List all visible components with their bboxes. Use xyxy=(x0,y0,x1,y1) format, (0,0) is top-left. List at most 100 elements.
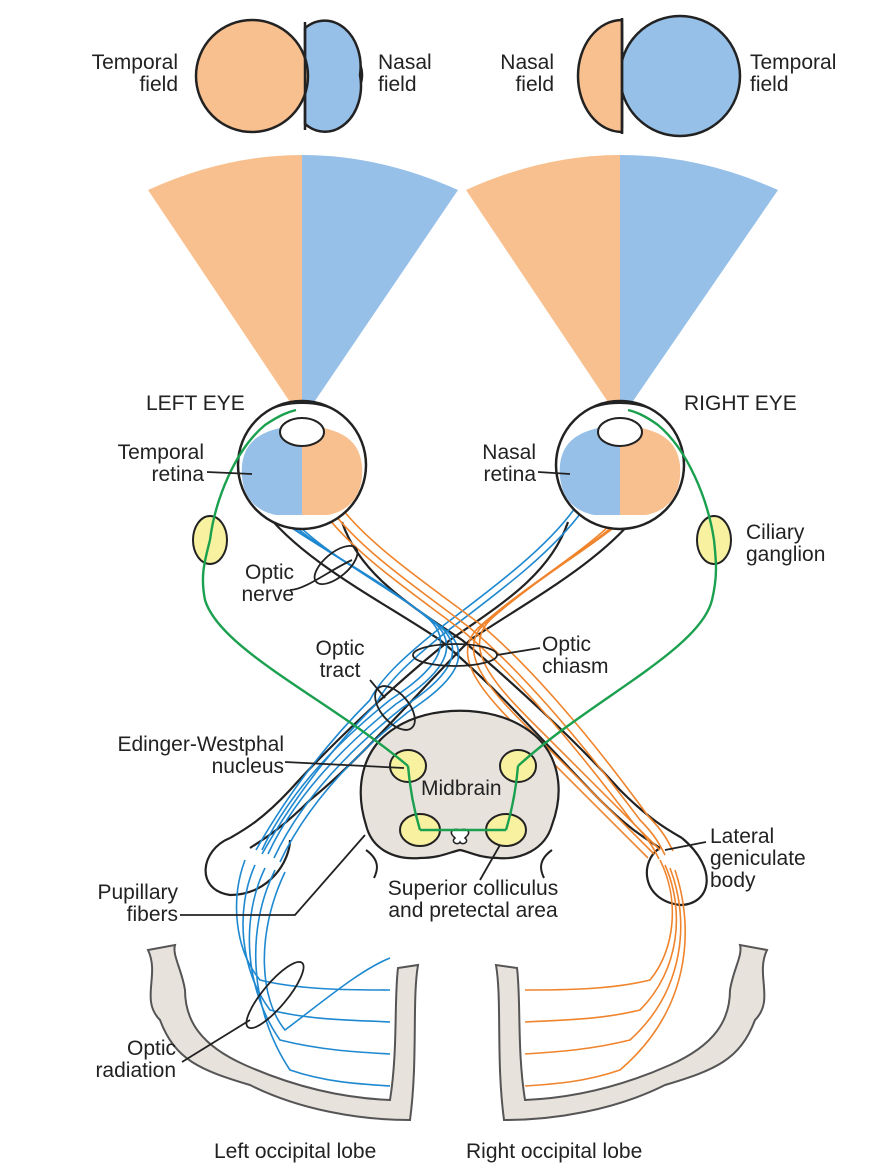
left-ganglion-to-eye xyxy=(208,408,297,541)
superior-colliculus-label: Superior colliculus and pretectal area xyxy=(368,878,578,922)
optic-radiation-line2: radiation xyxy=(95,1059,176,1082)
nasal-field-right-line1: Nasal xyxy=(500,51,554,74)
right-occipital-lobe-shape xyxy=(494,943,769,1122)
blue-fiber-6 xyxy=(261,509,584,855)
left-cornea xyxy=(265,402,339,413)
temporal-field-right-label: Temporal field xyxy=(750,52,836,96)
left-pretectal-to-ew xyxy=(406,765,422,831)
optic-radiation-line1: Optic xyxy=(126,1037,176,1060)
right-nasal-retina xyxy=(559,420,620,515)
left-eye xyxy=(236,399,368,531)
nasal-retina-line2: retina xyxy=(483,463,536,486)
right-temporal-field xyxy=(618,14,742,138)
left-cone-temporal xyxy=(148,155,302,420)
leader-lines xyxy=(180,471,707,1063)
nasal-retina-line1: Nasal xyxy=(482,441,536,464)
right-pretectal-to-ew xyxy=(504,765,520,831)
pupillary-fibers-label: Pupillary fibers xyxy=(70,882,178,926)
optic-tract-line2: tract xyxy=(319,659,361,682)
nasal-field-right-label: Nasal field xyxy=(480,52,554,96)
right-lens xyxy=(597,417,643,447)
radiation-blue-2 xyxy=(242,864,391,1023)
blue-fiber-4 xyxy=(279,511,460,863)
edinger-westphal-leader xyxy=(284,761,405,769)
ciliary-ganglion-label: Ciliary ganglion xyxy=(746,522,825,566)
right-cornea xyxy=(583,402,657,413)
left-optic-radiation-fibers xyxy=(235,859,391,1087)
left-nasal-retina xyxy=(302,420,363,515)
temporal-retina-line2: retina xyxy=(151,463,204,486)
lateral-geniculate-line1: Lateral xyxy=(710,825,775,848)
edinger-westphal-label: Edinger-Westphal nucleus xyxy=(82,734,284,778)
left-visual-field xyxy=(194,18,364,134)
left-vision-cone xyxy=(148,155,458,420)
right-nerve-outline-outer xyxy=(249,507,643,849)
nasal-field-left-line1: Nasal xyxy=(378,51,432,74)
temporal-retina-label: Temporal retina xyxy=(90,442,204,486)
orange-fiber-1 xyxy=(329,507,666,856)
radiation-blue-5 xyxy=(263,871,391,1032)
left-cone-nasal xyxy=(302,155,458,420)
left-temporal-retina xyxy=(241,420,302,515)
radiation-orange-2 xyxy=(524,864,678,1023)
temporal-field-right-line2: field xyxy=(750,73,789,96)
right-efferent-to-ganglion xyxy=(517,539,718,767)
temporal-retina-leader xyxy=(206,471,253,475)
pupillary-fibers-leader xyxy=(180,834,366,916)
optic-chiasm-leader xyxy=(496,647,541,656)
superior-colliculus-leader xyxy=(479,844,501,881)
optic-radiation-label: Optic radiation xyxy=(70,1038,176,1082)
left-occipital-lobe-label: Left occipital lobe xyxy=(214,1140,377,1163)
optic-nerve-leader xyxy=(289,559,353,591)
right-temporal-retina xyxy=(620,420,681,515)
lateral-geniculate-line3: body xyxy=(710,869,756,892)
pupillary-fibers-line1: Pupillary xyxy=(97,881,178,904)
optic-nerve-label: Optic nerve xyxy=(220,562,294,606)
right-nerve-outline-inner xyxy=(229,521,570,839)
midbrain-lower-edge xyxy=(365,849,553,879)
temporal-field-left-line1: Temporal xyxy=(91,51,178,74)
optic-radiation-leader xyxy=(181,1019,251,1063)
nasal-field-left-line2: field xyxy=(378,73,417,96)
optic-radiation-ring xyxy=(245,961,305,1029)
optic-chiasm-line2: chiasm xyxy=(542,655,609,678)
right-occipital-lobe-label: Right occipital lobe xyxy=(466,1140,643,1163)
lateral-geniculate-label: Lateral geniculate body xyxy=(710,826,806,892)
nasal-retina-label: Nasal retina xyxy=(462,442,536,486)
temporal-field-right-line1: Temporal xyxy=(750,51,837,74)
radiation-blue-1 xyxy=(235,859,391,991)
pupillary-reflex-pathway xyxy=(201,408,718,832)
optic-nerve-line2: nerve xyxy=(241,583,294,606)
lateral-geniculate-leader xyxy=(664,841,707,851)
lateral-geniculate-line2: geniculate xyxy=(710,847,806,870)
left-lens xyxy=(279,417,325,447)
optic-chiasm-label: Optic chiasm xyxy=(542,634,609,678)
radiation-orange-1 xyxy=(524,859,674,991)
left-eye-label: LEFT EYE xyxy=(146,392,245,415)
radiation-blue-3 xyxy=(248,867,391,1055)
radiation-orange-3 xyxy=(524,867,682,1055)
left-efferent-to-ganglion xyxy=(201,539,409,767)
optic-chiasm-line1: Optic xyxy=(542,633,592,656)
optic-tract-line1: Optic xyxy=(315,637,365,660)
nasal-field-right-line2: field xyxy=(515,73,554,96)
temporal-field-left-label: Temporal field xyxy=(62,52,178,96)
blue-fiber-5 xyxy=(255,507,576,851)
edinger-westphal-line1: Edinger-Westphal xyxy=(117,733,284,756)
orange-fiber-bundle xyxy=(321,504,674,860)
optic-nerve-ring xyxy=(313,545,359,585)
right-nasal-field-front xyxy=(576,18,624,134)
ciliary-ganglion-line2: ganglion xyxy=(746,543,826,566)
left-lgb-outline xyxy=(204,836,292,897)
right-cone-nasal xyxy=(466,155,620,420)
temporal-retina-line1: Temporal xyxy=(117,441,204,464)
optic-tract-leader xyxy=(369,679,386,699)
right-ganglion-to-eye xyxy=(627,408,716,541)
temporal-field-left-line2: field xyxy=(139,73,178,96)
right-eye xyxy=(554,399,686,531)
nasal-field-left-label: Nasal field xyxy=(378,52,432,96)
nasal-retina-leader xyxy=(537,471,571,475)
optic-tract-label: Optic tract xyxy=(300,638,380,682)
